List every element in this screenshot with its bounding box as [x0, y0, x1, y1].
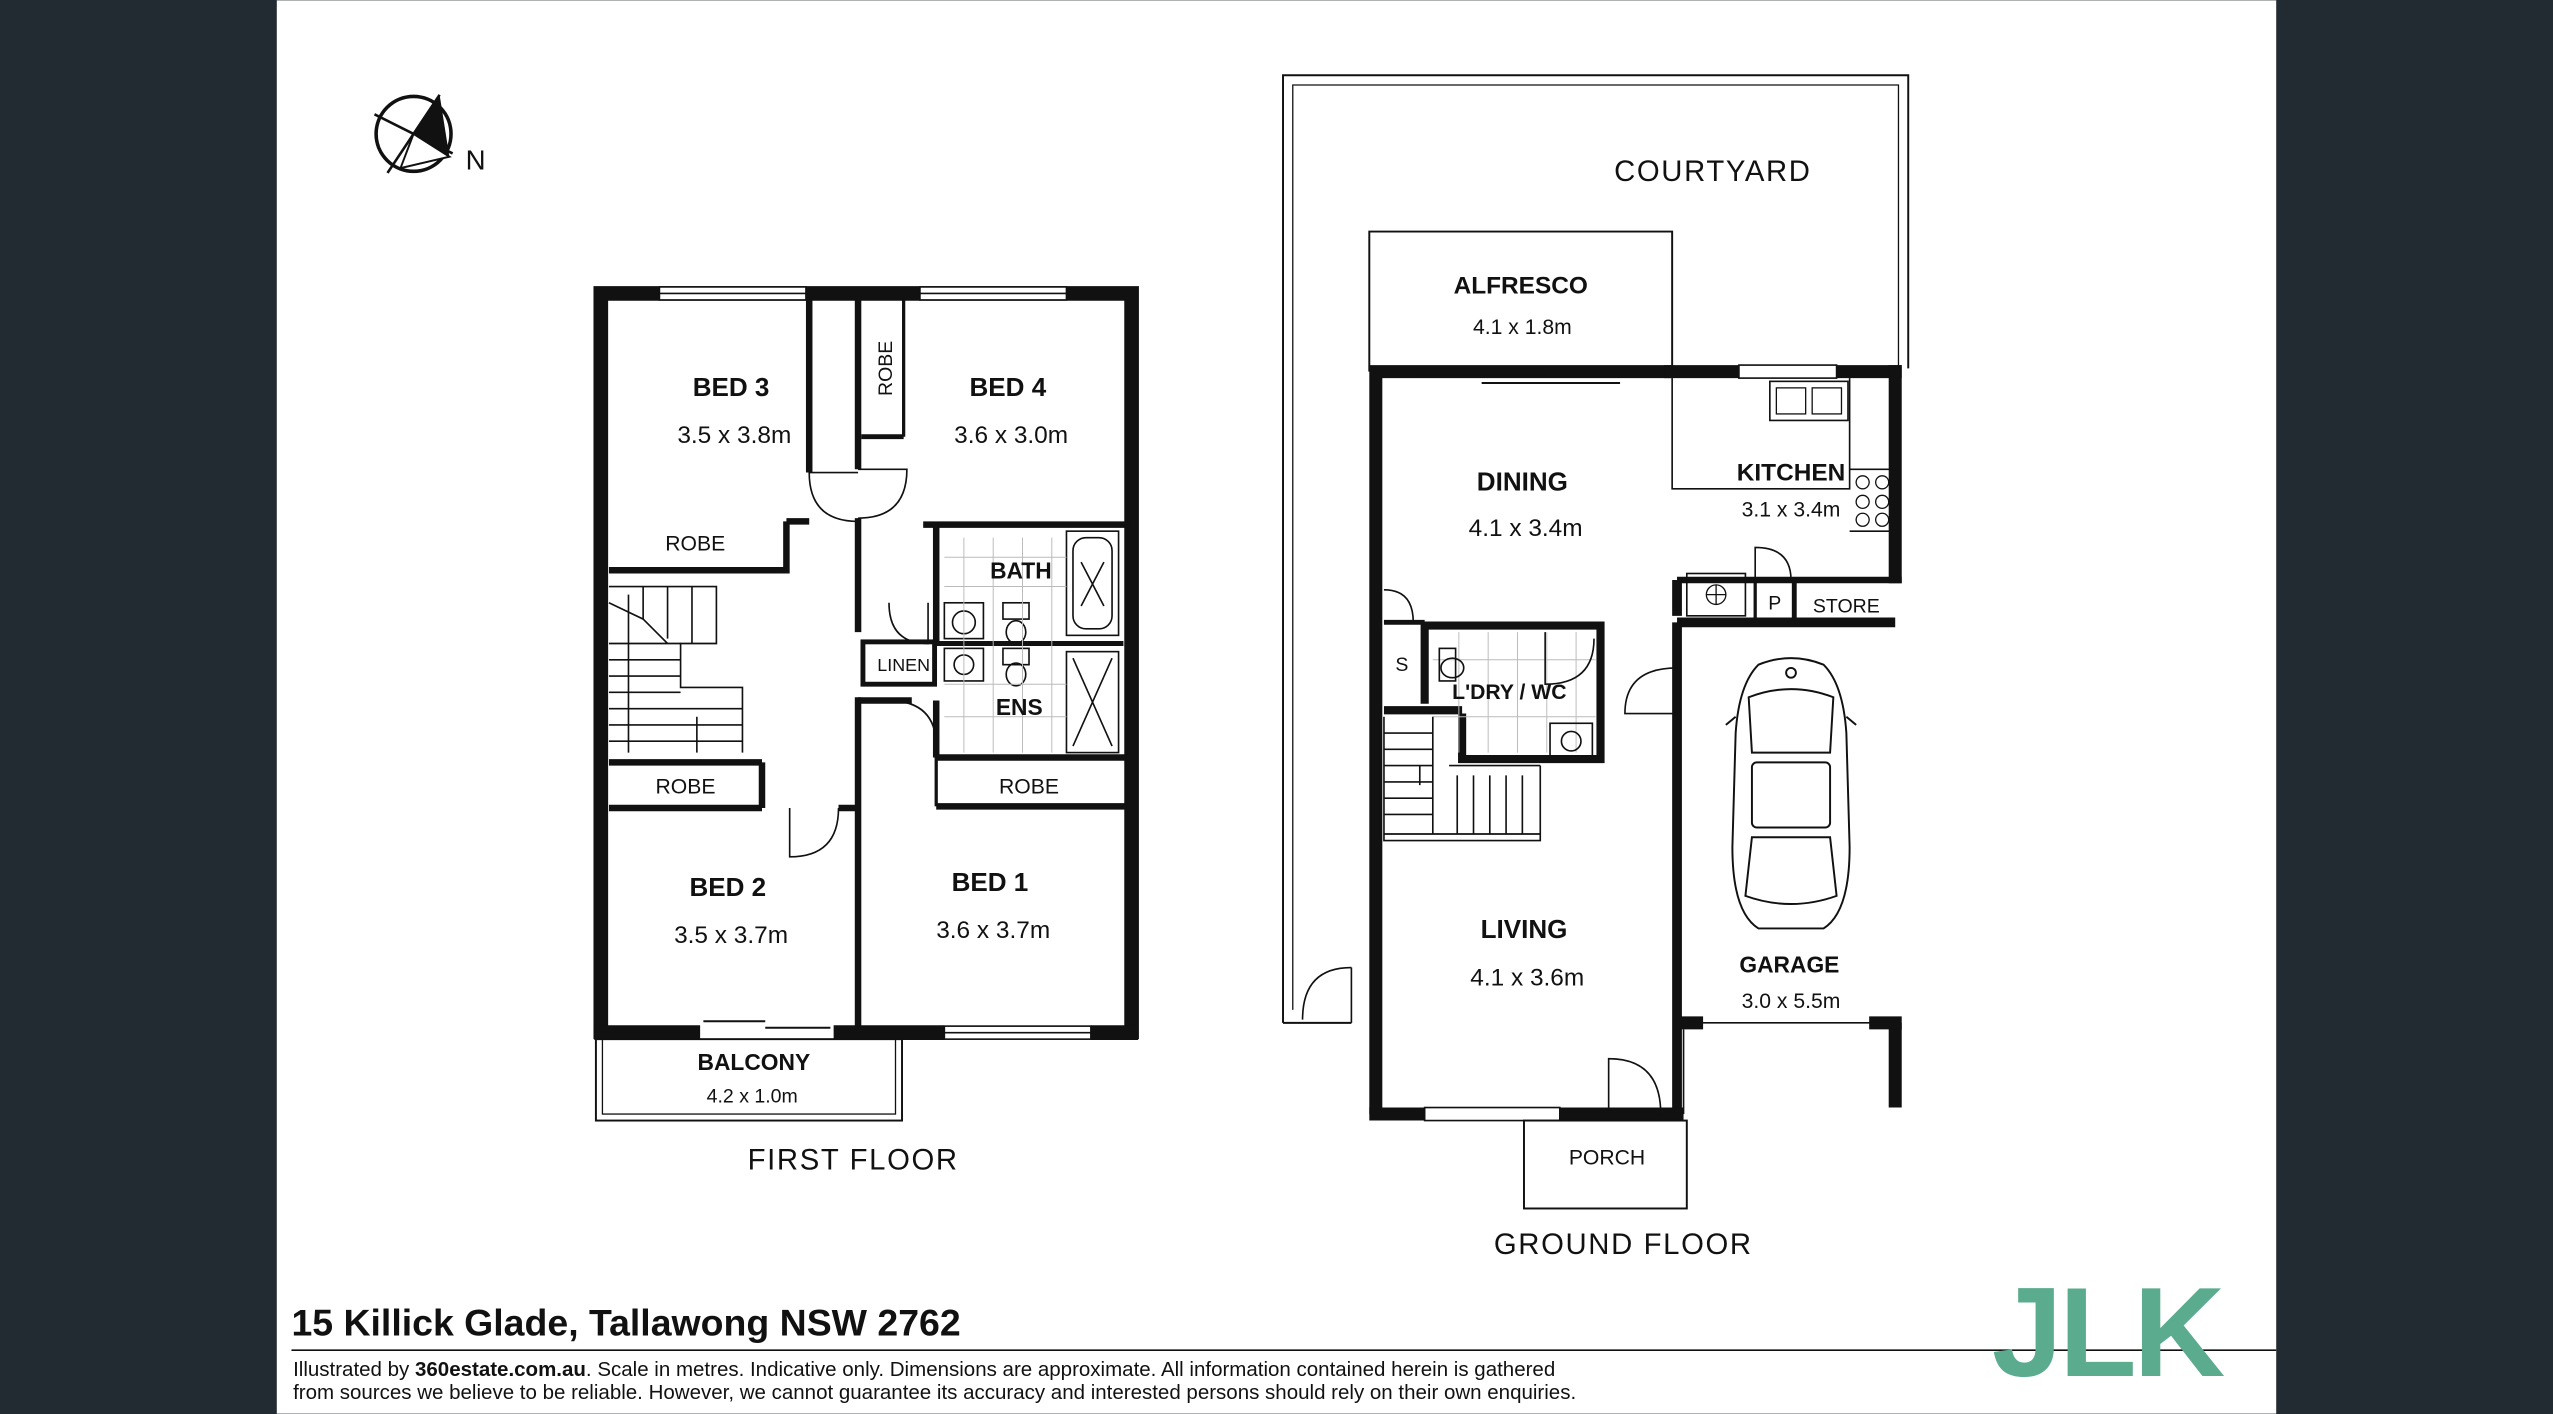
jlk-logo: JLK	[1992, 1261, 2225, 1403]
disclaimer-brand: 360estate.com.au	[415, 1358, 586, 1381]
paper	[276, 0, 2277, 1414]
kitchen-label: KITCHEN	[1737, 460, 1845, 487]
first-floor-plan	[593, 286, 1139, 1122]
property-address: 15 Killick Glade, Tallawong NSW 2762	[291, 1301, 960, 1343]
car-icon	[1725, 657, 1857, 930]
bed2-dims: 3.5 x 3.7m	[674, 922, 788, 949]
bed1-label: BED 1	[952, 867, 1029, 897]
porch-label: PORCH	[1569, 1147, 1645, 1170]
dining-dims: 4.1 x 3.4m	[1469, 515, 1583, 542]
ground-floor-title: GROUND FLOOR	[1494, 1228, 1753, 1261]
living-label: LIVING	[1481, 914, 1568, 944]
ensuite-fixtures	[943, 647, 1120, 754]
bed3-label: BED 3	[693, 372, 770, 402]
storage-label: S	[1395, 654, 1408, 676]
bath-label: BATH	[990, 557, 1052, 583]
first-floor-title: FIRST FLOOR	[748, 1143, 959, 1176]
alfresco-label: ALFRESCO	[1454, 272, 1588, 299]
alfresco-dims: 4.1 x 1.8m	[1473, 316, 1572, 339]
bed4-dims: 3.6 x 3.0m	[954, 422, 1068, 449]
balcony-label: BALCONY	[698, 1049, 811, 1075]
kitchen-dims: 3.1 x 3.4m	[1742, 499, 1841, 522]
robe-bed3-label: ROBE	[665, 533, 725, 556]
bed4-label: BED 4	[969, 372, 1046, 402]
robe-bed2-label: ROBE	[655, 775, 715, 798]
stairs-ground-floor	[1383, 716, 1542, 842]
tile-grid	[944, 537, 1067, 753]
bed3-dims: 3.5 x 3.8m	[677, 422, 791, 449]
bed1-dims: 3.6 x 3.7m	[936, 917, 1050, 944]
ens-label: ENS	[996, 694, 1043, 720]
stairs-first-floor	[608, 585, 744, 753]
living-dims: 4.1 x 3.6m	[1470, 964, 1584, 991]
fridge-icon	[1705, 584, 1727, 606]
courtyard-label: COURTYARD	[1614, 155, 1812, 188]
dining-label: DINING	[1477, 466, 1568, 496]
compass-icon	[373, 94, 454, 174]
ground-floor-plan	[1282, 74, 1910, 1210]
pantry-label: P	[1768, 592, 1781, 614]
disclaimer-line1: Illustrated by 360estate.com.au. Scale i…	[293, 1358, 1555, 1381]
bed2-label: BED 2	[689, 872, 766, 902]
cooktop-icon	[1855, 475, 1890, 527]
garage-dims: 3.0 x 5.5m	[1742, 990, 1841, 1013]
robe-bed4-label: ROBE	[875, 341, 897, 396]
store-label: STORE	[1813, 596, 1880, 618]
balcony-dims: 4.2 x 1.0m	[707, 1086, 798, 1108]
robe-bed1-label: ROBE	[999, 775, 1059, 798]
compass-label: N	[466, 145, 486, 176]
linen-label: LINEN	[877, 655, 930, 675]
laundry-label: L'DRY / WC	[1452, 681, 1566, 704]
garage-label: GARAGE	[1739, 951, 1839, 977]
disclaimer-line2: from sources we believe to be reliable. …	[293, 1381, 1576, 1404]
porch-outline	[1523, 1119, 1688, 1210]
